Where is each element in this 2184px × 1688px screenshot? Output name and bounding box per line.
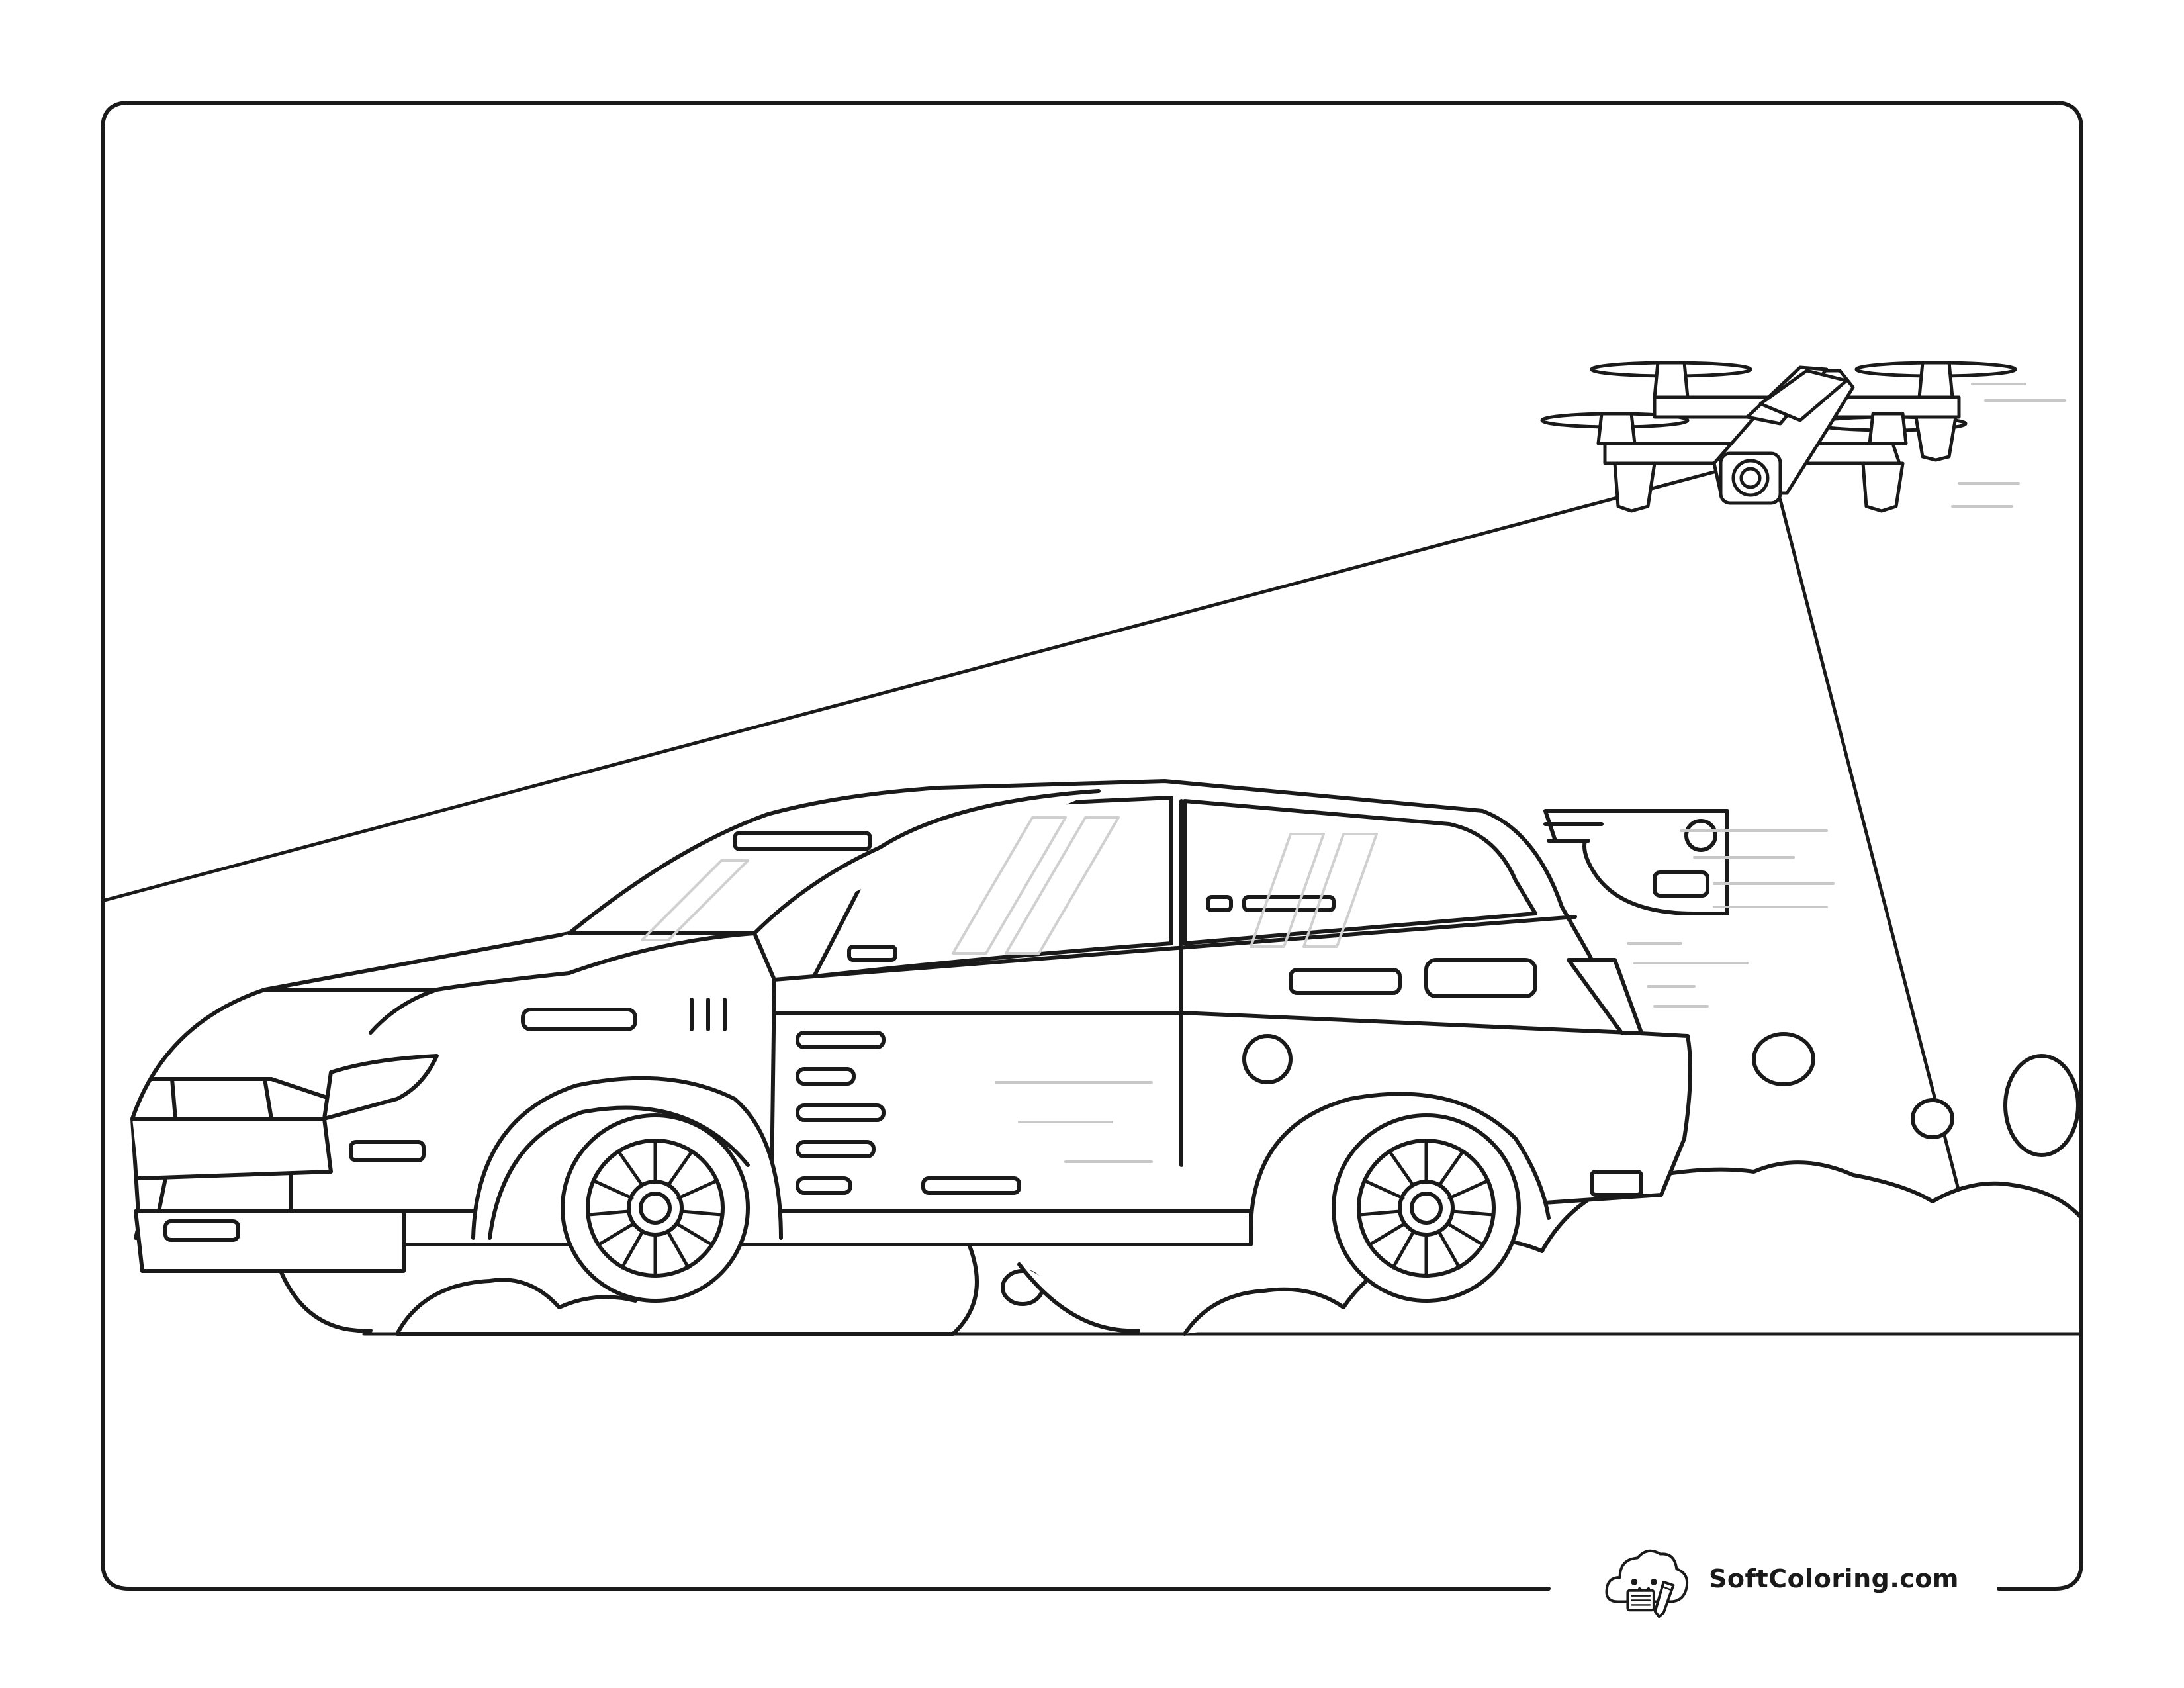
drone-motor-back-left <box>1653 361 1690 399</box>
brand-site-name: SoftColoring.com <box>1709 1564 1959 1593</box>
car-waist-line <box>812 915 1577 978</box>
car-grille <box>130 1117 333 1180</box>
car-a-pillar <box>752 789 1101 935</box>
page-frame <box>101 101 2083 1591</box>
drone-leg-front-left <box>1613 461 1657 513</box>
dust-puff-4 <box>1911 1098 1954 1139</box>
drone-camera-lens-inner <box>1739 467 1762 489</box>
car-grille-bar-1 <box>170 1077 177 1121</box>
brand-watermark[interactable]: SoftColoring.com <box>1602 1539 1959 1618</box>
car-side-light-front <box>349 1140 426 1162</box>
car-side-strip-5 <box>796 1176 852 1195</box>
car-side-strip-4 <box>796 1140 876 1158</box>
car-roof-vent <box>733 831 872 851</box>
drone-motor-back-right <box>1917 361 1954 399</box>
car-rocker-panel <box>921 1176 1021 1195</box>
car-spoiler-light <box>1684 819 1717 852</box>
cloud-pencil-icon <box>1605 1549 1689 1618</box>
car-mirror-light <box>847 945 897 962</box>
car-hood-vent <box>521 1008 637 1031</box>
drone-motor-front-right <box>1868 412 1908 445</box>
drone-leg-front-right <box>1861 461 1905 513</box>
drone <box>1540 361 2017 513</box>
rear-spokes <box>1358 1140 1494 1276</box>
dust-puff-3 <box>1752 1032 1815 1086</box>
car-fog-light <box>163 1219 240 1242</box>
drone-sight-line-left <box>103 465 1736 902</box>
drone-sight-line-right <box>1778 498 1962 1199</box>
car-side-strip-1 <box>796 1031 886 1049</box>
window-reflections <box>641 816 1378 955</box>
speed-lines <box>995 383 2066 1163</box>
drone-battery <box>1758 369 1848 422</box>
car-side-strip-2 <box>796 1067 856 1086</box>
car-spoiler-badge <box>1653 870 1709 898</box>
car-hood-crease <box>435 931 756 992</box>
dust-puff-5 <box>2003 1054 2080 1157</box>
car-hood-line <box>263 988 439 1035</box>
car-rear-side-panel <box>1289 968 1402 995</box>
car-grille-bar-3 <box>157 1176 167 1213</box>
car-rear-diffuser <box>1567 958 1643 1035</box>
car-rear-wheel <box>1332 1113 1521 1303</box>
car-grille-bar-2 <box>263 1077 273 1121</box>
drone-motor-front-left <box>1596 412 1637 445</box>
front-hub-inner <box>639 1192 672 1225</box>
car-door-handle-small <box>1206 895 1233 912</box>
car-rear-reflector <box>1590 1170 1643 1197</box>
car-rear-side-panel-2 <box>1424 958 1537 998</box>
car-side-strip-3 <box>796 1103 886 1122</box>
front-spokes <box>587 1140 723 1276</box>
car-rear-arc <box>1017 1262 1140 1333</box>
car-front-arc <box>276 1262 373 1333</box>
car-belt-line-rear <box>1179 1011 1630 1035</box>
drone-leg-back-right <box>1914 415 1958 462</box>
car-fuel-cap <box>1242 1034 1293 1084</box>
car-headlight <box>322 1054 439 1121</box>
car-front-wheel <box>561 1113 750 1303</box>
rear-hub-inner <box>1410 1192 1443 1225</box>
